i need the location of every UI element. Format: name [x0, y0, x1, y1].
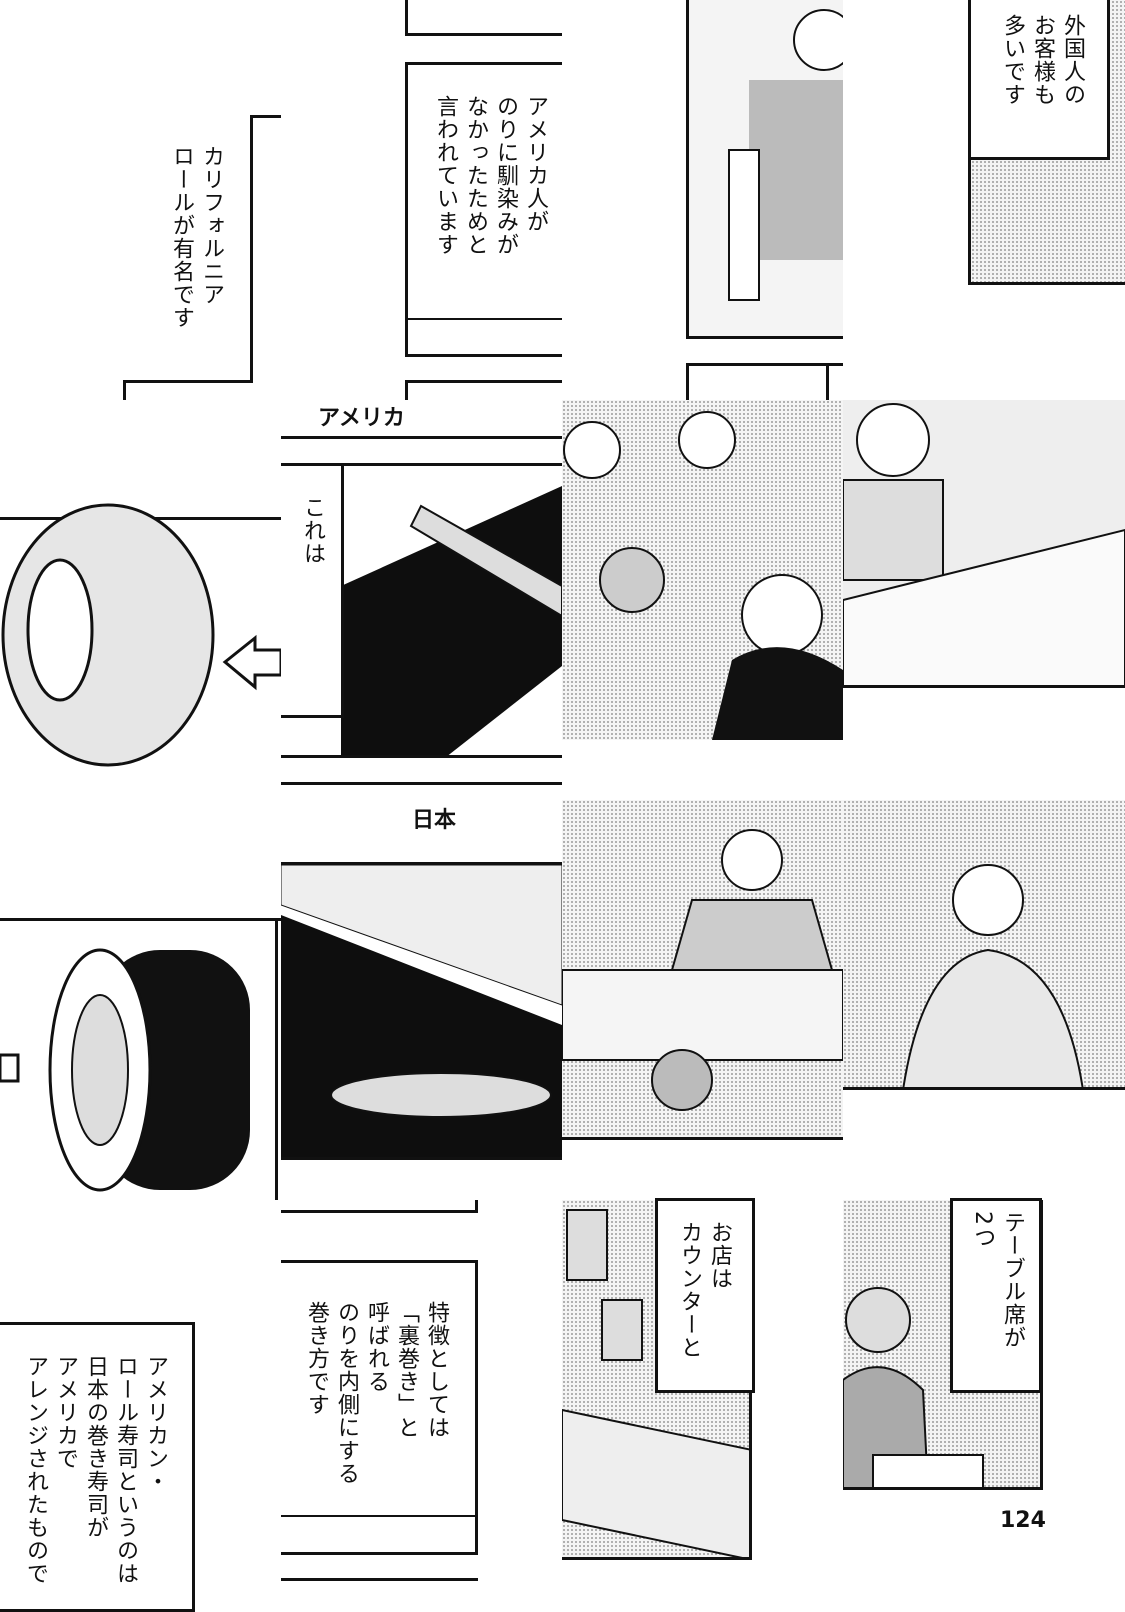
- caption-box-tables: テーブル席が 2つ: [950, 1198, 1042, 1393]
- caption-text: アメリカ人が のりに馴染みが なかったためと 言われています: [433, 95, 548, 256]
- manga-panel-counter-seats: [562, 400, 843, 740]
- arrow-icon: [222, 634, 281, 691]
- label-america: アメリカ: [318, 406, 405, 431]
- panel-border: [686, 363, 843, 366]
- page-number: 124: [1000, 1508, 1046, 1533]
- panel-border: [281, 436, 562, 439]
- caption-text: これは: [300, 496, 325, 565]
- caption-text: テーブル席が 2つ: [970, 1211, 1025, 1349]
- panel-border: [686, 363, 689, 400]
- caption-box-california: カリフォルニア ロールが有名です: [123, 115, 253, 383]
- manga-panel-chef: [562, 800, 843, 1140]
- panel-border: [405, 380, 562, 383]
- caption-text: 外国人の お客様も 多いです: [1000, 14, 1085, 106]
- panel-border: [826, 363, 829, 400]
- caption-box-uramaki: 特徴としては 「裏巻き」と 呼ばれる のりを内側にする 巻き方です: [281, 1260, 478, 1555]
- manga-panel-tables: [843, 400, 1125, 688]
- caption-box-americans-nori: アメリカ人が のりに馴染みが なかったためと 言われています: [405, 62, 562, 357]
- manga-panel-diner: [686, 0, 843, 339]
- panel-border: [405, 318, 562, 320]
- caption-box-counter: お店は カウンターと: [655, 1198, 755, 1393]
- caption-box-this-is: これは: [281, 463, 344, 718]
- japanese-roll-illustration: [0, 948, 250, 1192]
- panel-border: [275, 918, 278, 1200]
- panel-border: [281, 782, 562, 785]
- manga-panel-nori-rolling-japan: [281, 862, 562, 1160]
- panel-border: [0, 918, 275, 921]
- panel-border: [405, 380, 408, 400]
- panel-border: [281, 1210, 478, 1213]
- caption-box-american-roll: アメリカン・ ロール寿司というのは 日本の巻き寿司が アメリカで アレンジされた…: [0, 1322, 195, 1612]
- california-roll-illustration: [1, 503, 281, 767]
- caption-box-foreign-guests: 外国人の お客様も 多いです: [968, 0, 1110, 160]
- caption-text: アメリカン・ ロール寿司というのは 日本の巻き寿司が アメリカで アレンジされた…: [23, 1355, 168, 1585]
- manga-panel-man-aloha: [843, 800, 1125, 1090]
- caption-text: カリフォルニア ロールが有名です: [169, 145, 224, 329]
- caption-text: お店は カウンターと: [677, 1221, 732, 1359]
- panel-border: [405, 0, 408, 36]
- panel-border: [405, 33, 562, 36]
- panel-border: [475, 1200, 478, 1213]
- label-japan: 日本: [412, 808, 457, 833]
- panel-border: [281, 1578, 478, 1581]
- caption-text: 特徴としては 「裏巻き」と 呼ばれる のりを内側にする 巻き方です: [304, 1301, 449, 1485]
- panel-border: [281, 1515, 478, 1517]
